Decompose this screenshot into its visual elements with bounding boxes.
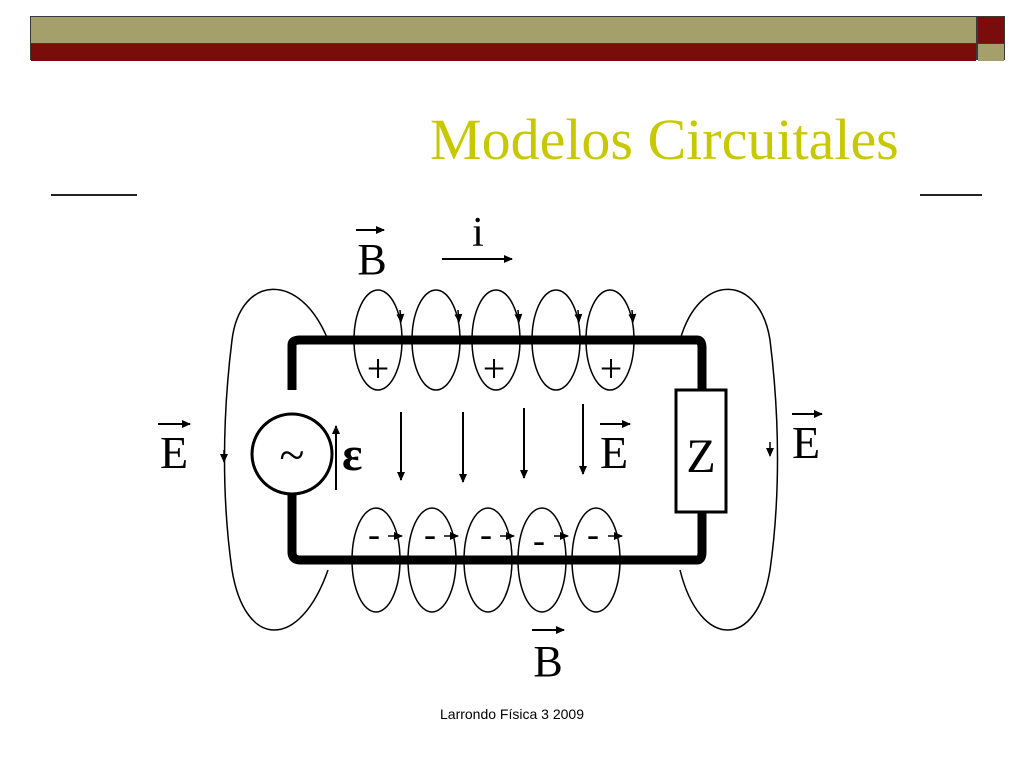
slide-footer: Larrondo Física 3 2009 bbox=[440, 706, 584, 722]
svg-text:E: E bbox=[792, 417, 820, 468]
svg-text:i: i bbox=[472, 210, 484, 256]
positive-charge: + bbox=[367, 346, 390, 391]
title-rule-left bbox=[51, 194, 137, 196]
ac-source-wave: ~ bbox=[280, 429, 305, 480]
title-rule-right bbox=[920, 194, 982, 196]
corner-box-red bbox=[978, 17, 1004, 43]
b-loop-top-arrows bbox=[396, 309, 637, 323]
label-b-top: B bbox=[356, 226, 387, 284]
negative-charge: - bbox=[480, 514, 492, 554]
svg-text:E: E bbox=[600, 427, 628, 478]
negative-charge: - bbox=[533, 520, 545, 560]
svg-text:B: B bbox=[533, 637, 562, 686]
negative-charge: - bbox=[424, 514, 436, 554]
slide-title: Modelos Circuitales bbox=[430, 107, 899, 172]
header-band-olive bbox=[31, 17, 976, 43]
label-b-bottom: B bbox=[532, 626, 565, 686]
label-current: i bbox=[442, 210, 513, 263]
svg-text:E: E bbox=[160, 427, 188, 478]
circuit-wire-top bbox=[287, 335, 707, 390]
positive-charge: + bbox=[483, 346, 506, 391]
corner-box-olive bbox=[978, 43, 1004, 61]
positive-charge: + bbox=[600, 346, 623, 391]
emf-label: ε bbox=[342, 428, 363, 481]
impedance-box bbox=[674, 388, 728, 514]
impedance-label: Z bbox=[686, 430, 715, 483]
svg-text:B: B bbox=[357, 235, 386, 284]
header-corner-box bbox=[977, 16, 1005, 61]
label-e-left: E bbox=[158, 420, 191, 478]
negative-charge: - bbox=[368, 514, 380, 554]
header-bar bbox=[30, 16, 977, 61]
circuit-wire-bottom bbox=[287, 488, 707, 565]
label-e-right: E bbox=[792, 410, 823, 468]
negative-charge: - bbox=[587, 514, 599, 554]
e-field-arrows-inner bbox=[397, 404, 587, 483]
label-e-inner: E bbox=[600, 420, 631, 478]
e-field-loop-right bbox=[679, 288, 779, 631]
ac-source-symbol bbox=[250, 412, 334, 496]
header-band-red bbox=[31, 43, 976, 61]
